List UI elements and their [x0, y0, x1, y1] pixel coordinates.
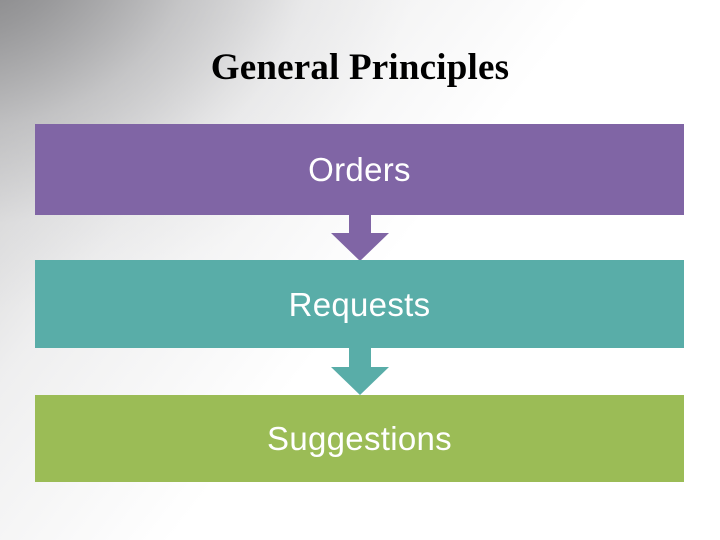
arrow-down-icon [331, 347, 389, 395]
flow-step-suggestions[interactable]: Suggestions [35, 395, 684, 482]
flow-step-label: Orders [308, 151, 411, 188]
flow-step-label: Requests [288, 285, 431, 323]
flow-step-orders[interactable]: Orders [35, 124, 684, 215]
arrow-down-icon [331, 213, 389, 261]
process-flow-diagram: Orders Requests Suggestions [35, 124, 684, 482]
page-title: General Principles [210, 47, 510, 88]
flow-step-label: Suggestions [267, 420, 452, 457]
flow-step-requests[interactable]: Requests [35, 260, 684, 348]
